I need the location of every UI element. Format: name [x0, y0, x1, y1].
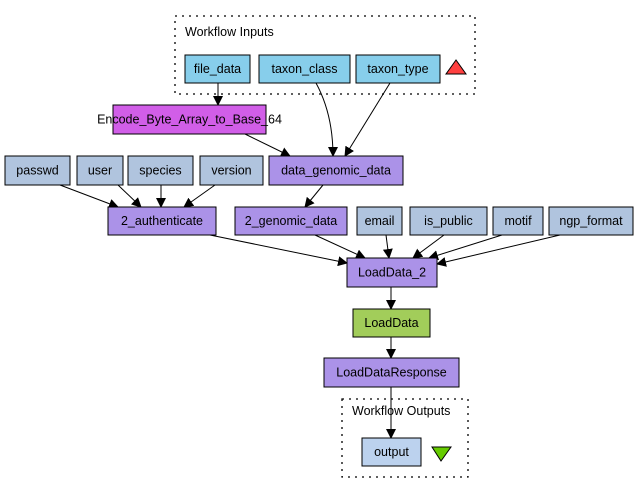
edge-passwd-authenticate	[59, 184, 119, 209]
edge-taxon_class-data_genomic_data	[315, 82, 338, 157]
node-species[interactable]: species	[127, 155, 194, 186]
node-label: file_data	[194, 62, 241, 76]
node-label: LoadDataResponse	[336, 366, 447, 380]
edges	[59, 82, 561, 439]
node-is_public[interactable]: is_public	[409, 206, 488, 236]
node-loaddata_response[interactable]: LoadDataResponse	[323, 357, 460, 388]
node-label: version	[211, 164, 251, 178]
edge-authenticate-loaddata_2	[209, 234, 348, 267]
output-ports-triangle-icon	[431, 446, 452, 462]
node-data_genomic_data[interactable]: data_genomic_data	[268, 155, 404, 186]
node-label: species	[139, 164, 181, 178]
edge-email-loaddata_2	[382, 234, 393, 259]
node-file_data[interactable]: file_data	[184, 54, 251, 84]
workflow-inputs-title: Workflow Inputs	[185, 25, 274, 39]
node-taxon_class[interactable]: taxon_class	[258, 54, 351, 84]
node-label: taxon_type	[367, 62, 428, 76]
node-label: ngp_format	[559, 214, 623, 228]
node-label: 2_authenticate	[121, 214, 203, 228]
edge-encode-data_genomic_data	[244, 133, 291, 157]
node-label: user	[88, 164, 112, 178]
node-version[interactable]: version	[199, 155, 264, 186]
node-loaddata[interactable]: LoadData	[352, 308, 431, 338]
node-motif[interactable]: motif	[492, 206, 544, 236]
node-passwd[interactable]: passwd	[4, 155, 71, 186]
node-ngp_format[interactable]: ngp_format	[548, 206, 634, 236]
node-label: LoadData_2	[358, 266, 426, 280]
edge-genomic_data-loaddata_2	[314, 234, 366, 259]
node-loaddata_2[interactable]: LoadData_2	[346, 257, 438, 288]
node-taxon_type[interactable]: taxon_type	[355, 54, 441, 84]
node-label: Encode_Byte_Array_to_Base_64	[97, 113, 282, 127]
node-output[interactable]: output	[361, 437, 422, 467]
workflow-outputs-title: Workflow Outputs	[352, 404, 450, 418]
edge-motif-loaddata_2	[428, 234, 503, 261]
edge-taxon_type-data_genomic_data	[344, 82, 391, 157]
input-ports-triangle-icon	[445, 59, 467, 75]
workflow-inputs-group: Workflow Inputs	[174, 15, 476, 95]
edge-ngp_format-loaddata_2	[436, 234, 561, 267]
node-label: 2_genomic_data	[245, 214, 337, 228]
edge-user-authenticate	[117, 184, 142, 208]
edge-data_genomic_data-genomic_data	[304, 184, 324, 208]
node-user[interactable]: user	[76, 155, 124, 186]
node-label: motif	[504, 214, 532, 228]
node-email[interactable]: email	[356, 206, 403, 236]
edge-is_public-loaddata_2	[412, 234, 445, 259]
node-label: email	[365, 214, 395, 228]
node-genomic_data[interactable]: 2_genomic_data	[234, 206, 348, 236]
workflow-outputs-group: Workflow Outputs	[341, 398, 469, 478]
node-label: taxon_class	[271, 62, 337, 76]
node-label: output	[374, 445, 409, 459]
node-label: data_genomic_data	[281, 164, 391, 178]
node-encode[interactable]: Encode_Byte_Array_to_Base_64	[97, 104, 282, 135]
node-authenticate[interactable]: 2_authenticate	[107, 206, 217, 236]
edge-version-authenticate	[183, 184, 216, 208]
node-label: LoadData	[364, 316, 418, 330]
node-label: passwd	[16, 164, 58, 178]
node-label: is_public	[424, 214, 473, 228]
